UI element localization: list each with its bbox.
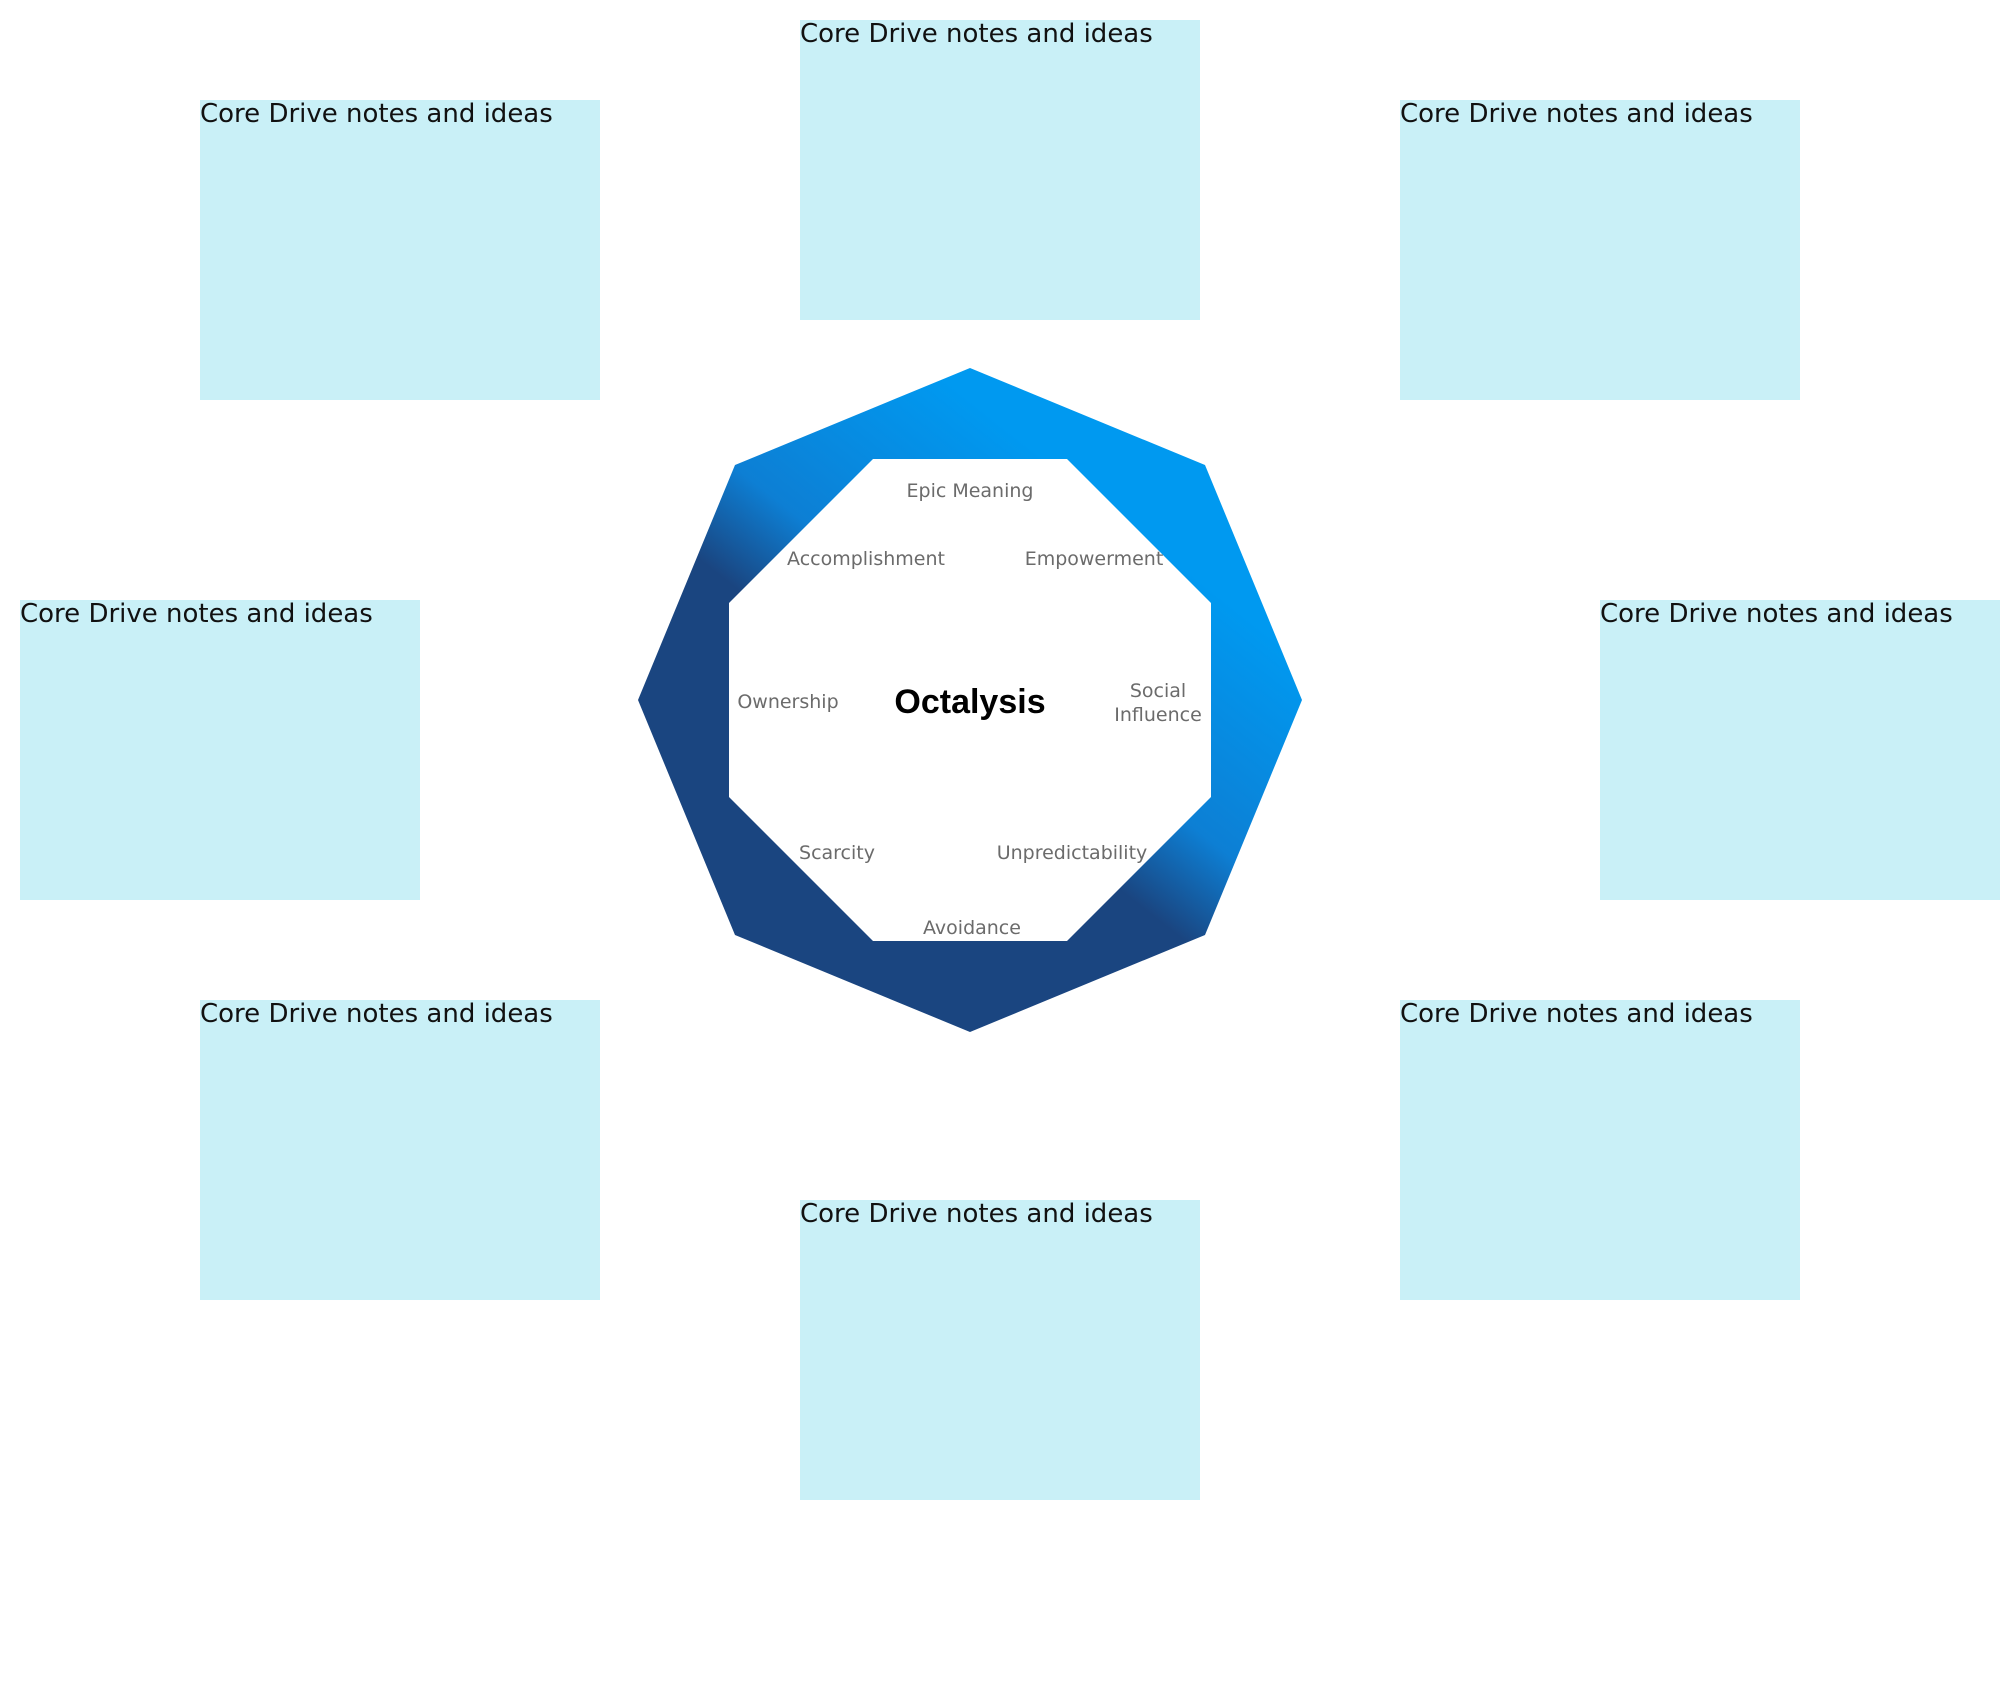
drive-label-avoidance: Avoidance [923,917,1021,939]
note-bottom-left-text: Core Drive notes and ideas [200,999,553,1029]
drive-label-empowerment: Empowerment [1025,548,1164,570]
octalysis-octagon: Epic Meaning Empowerment Social Influenc… [638,368,1302,1032]
note-right-text: Core Drive notes and ideas [1600,599,1953,629]
note-top-right[interactable]: Core Drive notes and ideas [1400,99,1800,400]
note-top-right-text: Core Drive notes and ideas [1400,99,1753,129]
note-bottom-left[interactable]: Core Drive notes and ideas [200,999,600,1300]
note-bottom-text: Core Drive notes and ideas [800,1199,1153,1229]
drive-label-ownership: Ownership [737,691,838,713]
drive-label-accomplishment: Accomplishment [787,548,945,570]
note-right[interactable]: Core Drive notes and ideas [1600,599,2000,900]
drive-label-unpredictability: Unpredictability [997,842,1148,864]
diagram-title: Octalysis [894,683,1045,721]
note-top-text: Core Drive notes and ideas [800,19,1153,49]
note-top-left-text: Core Drive notes and ideas [200,99,553,129]
note-bottom-right-text: Core Drive notes and ideas [1400,999,1753,1029]
note-left-text: Core Drive notes and ideas [20,599,373,629]
note-top[interactable]: Core Drive notes and ideas [800,19,1200,320]
drive-label-social-influence-line1: Social [1130,680,1186,702]
drive-label-scarcity: Scarcity [799,842,875,864]
note-top-left[interactable]: Core Drive notes and ideas [200,99,600,400]
note-left[interactable]: Core Drive notes and ideas [20,599,420,900]
octagon-inner-area [729,459,1211,941]
note-bottom-right[interactable]: Core Drive notes and ideas [1400,999,1800,1300]
note-bottom[interactable]: Core Drive notes and ideas [800,1199,1200,1500]
drive-label-epic-meaning: Epic Meaning [907,480,1034,502]
drive-label-social-influence-line2: Influence [1114,704,1202,726]
